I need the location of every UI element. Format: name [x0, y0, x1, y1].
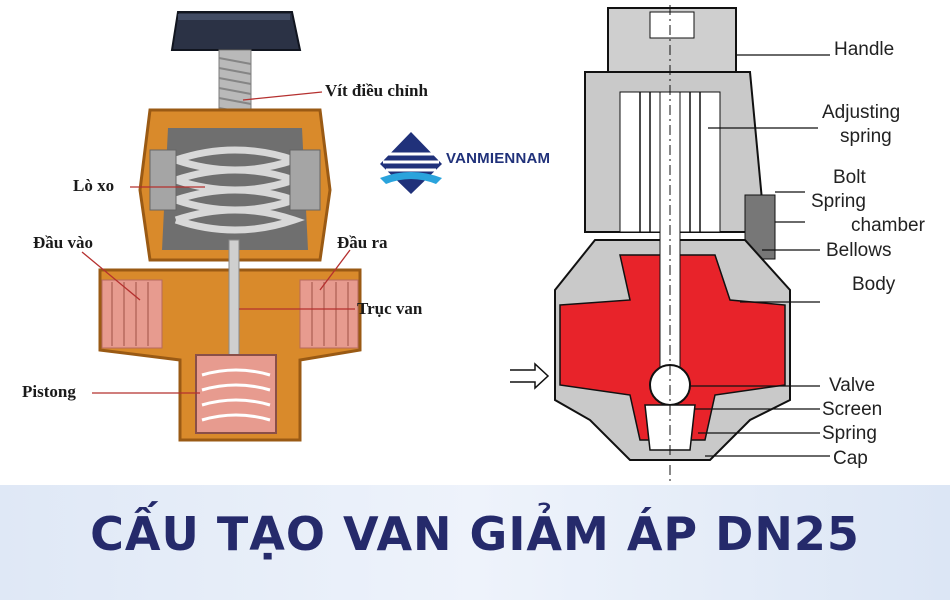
- label-adjusting-screw: Vít điều chỉnh: [325, 81, 428, 100]
- label-adjusting-spring-line2: spring: [840, 126, 892, 147]
- right-section-diagram: Handle Adjusting spring Bolt Spring cham…: [500, 0, 950, 485]
- label-inlet: Đầu vào: [33, 233, 93, 252]
- label-spring-chamber-line2: chamber: [851, 215, 925, 236]
- label-adjusting-spring-line1: Adjusting: [822, 102, 901, 123]
- label-cap: Cap: [833, 448, 868, 469]
- label-handle: Handle: [834, 39, 895, 60]
- label-spring-lower: Spring: [822, 423, 877, 444]
- logo-text: VANMIENNAM: [446, 150, 551, 167]
- label-valve: Valve: [829, 375, 876, 396]
- left-valve-illustration: [81, 11, 362, 442]
- label-screen: Screen: [822, 399, 883, 420]
- label-valve-stem: Trục van: [357, 299, 423, 318]
- label-outlet: Đầu ra: [337, 233, 388, 252]
- right-valve-section: [510, 5, 830, 482]
- logo-emblem-icon: [380, 132, 442, 194]
- left-cutaway-diagram: Vít điều chỉnh Lò xo Đầu vào Đầu ra Trục…: [0, 0, 480, 485]
- vanmiennam-logo: VANMIENNAM: [376, 128, 586, 198]
- label-spring: Lò xo: [73, 176, 115, 195]
- label-body: Body: [852, 274, 896, 295]
- title-banner: CẤU TẠO VAN GIẢM ÁP DN25: [0, 485, 950, 600]
- label-piston: Pistong: [22, 382, 76, 401]
- label-bolt: Bolt: [833, 167, 866, 188]
- label-spring-chamber-line1: Spring: [811, 191, 866, 212]
- page-title: CẤU TẠO VAN GIẢM ÁP DN25: [90, 507, 860, 561]
- label-bellows: Bellows: [826, 240, 892, 261]
